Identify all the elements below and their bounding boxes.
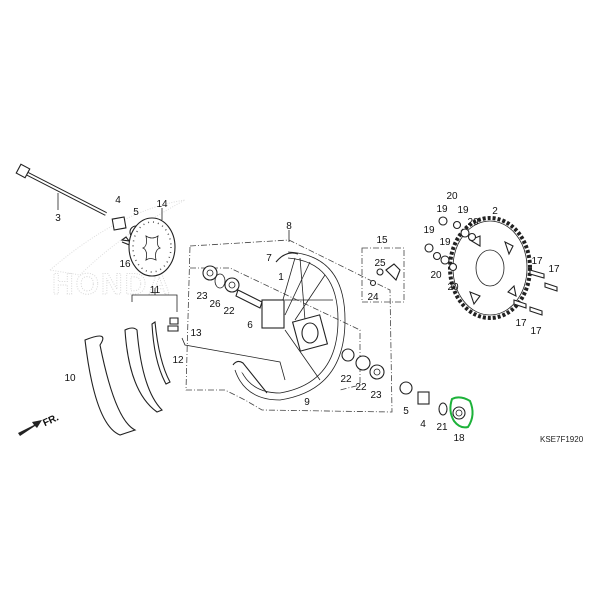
callout: 17 bbox=[530, 326, 542, 337]
callout: 19 bbox=[439, 237, 451, 248]
callout: 20 bbox=[447, 282, 459, 293]
callout: 11 bbox=[150, 285, 161, 296]
callout: 8 bbox=[286, 221, 292, 232]
callout: 17 bbox=[531, 256, 543, 267]
callout: 4 bbox=[420, 419, 426, 430]
callout: 23 bbox=[196, 291, 208, 302]
callout: 20 bbox=[430, 270, 442, 281]
part-circlip bbox=[214, 273, 226, 289]
callout: 13 bbox=[190, 328, 202, 339]
callout: 2 bbox=[492, 206, 498, 217]
callout: 18 bbox=[453, 433, 465, 444]
part-washer-21 bbox=[438, 402, 448, 416]
honda-wing-watermark bbox=[48, 199, 186, 276]
part-plate-4 bbox=[417, 391, 430, 405]
callout: 10 bbox=[64, 373, 76, 384]
part-sensor bbox=[385, 263, 401, 281]
callout: 1 bbox=[278, 272, 284, 283]
callout: 6 bbox=[247, 320, 253, 331]
part-rim-band bbox=[151, 321, 171, 385]
part-tube bbox=[124, 327, 163, 413]
callout-labels: 3 4 5 14 16 8 7 1 23 26 22 6 11 13 12 10… bbox=[55, 191, 560, 444]
callout: 9 bbox=[304, 397, 310, 408]
part-bearing-22a bbox=[224, 277, 240, 293]
highlight-circle bbox=[449, 396, 474, 429]
callout: 22 bbox=[340, 374, 352, 385]
callout: 19 bbox=[423, 225, 435, 236]
callout: 23 bbox=[370, 390, 382, 401]
sprocket-nuts bbox=[424, 216, 477, 272]
sensor-group-frame bbox=[361, 247, 405, 303]
part-tire bbox=[84, 335, 137, 436]
wheel-assembly-frame bbox=[185, 239, 393, 413]
front-direction-label: FR. bbox=[41, 412, 60, 429]
callout: 21 bbox=[436, 422, 448, 433]
callout: 20 bbox=[467, 217, 479, 228]
callout: 5 bbox=[403, 406, 409, 417]
callout: 24 bbox=[367, 292, 379, 303]
hub-subframe bbox=[190, 267, 361, 391]
part-valve bbox=[167, 317, 179, 332]
callout: 5 bbox=[133, 207, 139, 218]
callout: 16 bbox=[119, 259, 131, 270]
part-hub bbox=[261, 299, 285, 329]
callout: 7 bbox=[266, 253, 272, 264]
part-nut-18 bbox=[452, 406, 466, 420]
part-sprocket bbox=[448, 216, 532, 320]
callout: 17 bbox=[548, 264, 560, 275]
callout: 22 bbox=[223, 306, 235, 317]
callout: 19 bbox=[436, 204, 448, 215]
part-bearing-22c bbox=[355, 355, 371, 371]
callout: 14 bbox=[156, 199, 168, 210]
callout: 25 bbox=[374, 258, 386, 269]
part-wheel-rim bbox=[232, 251, 346, 401]
callout: 17 bbox=[515, 318, 527, 329]
part-axle bbox=[15, 163, 107, 216]
part-seal-23 bbox=[369, 364, 385, 380]
callout: 15 bbox=[376, 235, 388, 246]
part-collar-plate bbox=[111, 216, 127, 231]
part-spacer bbox=[235, 289, 263, 309]
callout: 26 bbox=[209, 299, 221, 310]
callout: 12 bbox=[172, 355, 184, 366]
callout: 22 bbox=[355, 382, 367, 393]
front-arrow-icon bbox=[18, 420, 42, 436]
callout: 3 bbox=[55, 213, 61, 224]
part-brake-disc bbox=[128, 208, 176, 277]
part-collar-5 bbox=[399, 381, 413, 395]
callout: 20 bbox=[446, 191, 458, 202]
sprocket-bolts bbox=[513, 269, 558, 316]
part-bearing-23a bbox=[202, 265, 218, 281]
part-bearing-22b bbox=[341, 348, 355, 362]
callout: 19 bbox=[457, 205, 469, 216]
callout: 4 bbox=[115, 195, 121, 206]
diagram-code: KSE7F1920 bbox=[540, 435, 584, 444]
